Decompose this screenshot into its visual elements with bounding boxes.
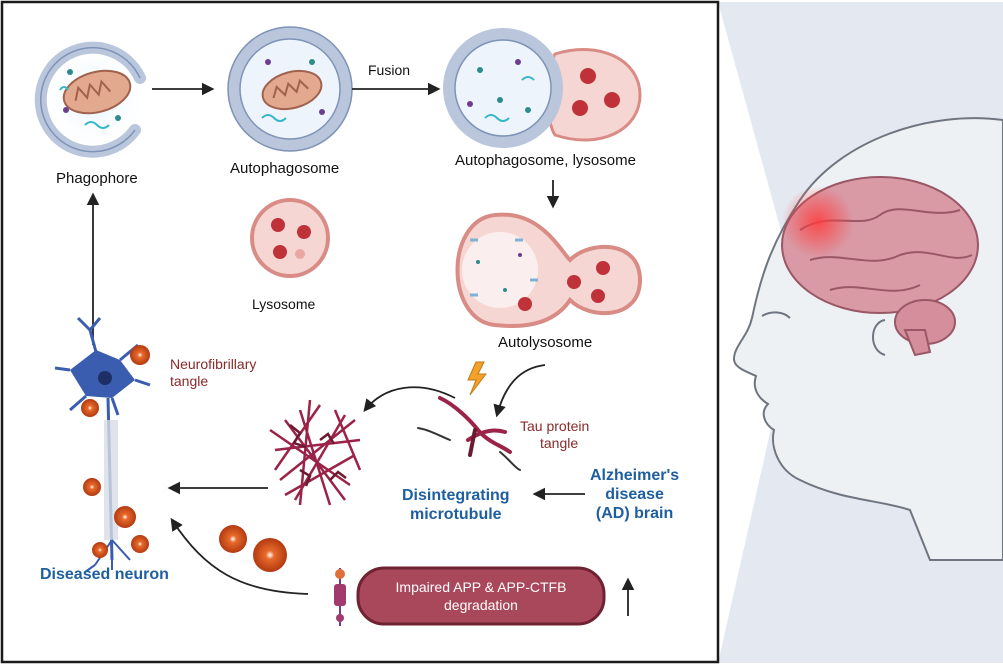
arrow-autolysosome-to-tau	[493, 364, 546, 418]
label-autophagosome: Autophagosome	[230, 160, 340, 177]
label-neurofibrillary-line1: Neurofibrillary	[170, 356, 257, 372]
label-tau-protein-tangle: Tau protein tangle	[520, 418, 589, 452]
label-neurofibrillary-line2: tangle	[170, 373, 209, 389]
brain-stem	[903, 329, 932, 357]
label-autolysosome: Autolysosome	[498, 334, 593, 351]
label-tau-line1: Tau protein	[520, 418, 590, 434]
label-microtubule-line2: microtubule	[410, 506, 502, 523]
app-protein-icon	[334, 568, 346, 626]
lightning-icon	[467, 361, 488, 396]
neurofibrillary-tangle-illustration	[269, 399, 362, 506]
label-ad-line2: disease	[605, 486, 664, 503]
flow-arrows	[86, 82, 635, 616]
label-disintegrating-microtubule: Disintegrating microtubule	[402, 486, 510, 524]
inflammation-hotspot	[782, 186, 854, 258]
label-lysosome: Lysosome	[252, 296, 316, 312]
diseased-neuron-illustration	[54, 316, 151, 573]
label-microtubule-line1: Disintegrating	[402, 487, 510, 504]
label-app-line1: Impaired APP & APP-CTFB	[395, 579, 567, 595]
amyloid-plaques	[81, 345, 287, 572]
phagophore-illustration	[34, 41, 151, 158]
label-fusion: Fusion	[368, 62, 411, 78]
lysosome-illustration	[250, 198, 330, 278]
tau-protein-tangle-illustration	[417, 396, 521, 471]
label-app-line2: degradation	[444, 597, 518, 613]
impaired-app-pill	[356, 566, 606, 626]
label-ad-line3: (AD) brain	[595, 505, 674, 522]
autolysosome-illustration	[455, 212, 643, 328]
label-tau-line2: tangle	[540, 435, 579, 451]
label-ad-line1: Alzheimer's	[590, 467, 680, 484]
autophagosome-lysosome-illustration	[443, 28, 642, 148]
arrow-app-to-neuron	[170, 517, 309, 595]
arrow-tau-to-tangle	[363, 386, 456, 412]
label-neurofibrillary-tangle: Neurofibrillary tangle	[170, 356, 256, 390]
label-ad-brain: Alzheimer's disease (AD) brain	[590, 466, 679, 523]
label-phagophore: Phagophore	[56, 170, 138, 187]
label-diseased-neuron: Diseased neuron	[40, 566, 169, 583]
ear	[872, 319, 886, 356]
label-impaired-app: Impaired APP & APP-CTFB degradation	[358, 578, 604, 614]
autophagosome-illustration	[227, 26, 353, 152]
label-autophagosome-lysosome: Autophagosome, lysosome	[455, 152, 636, 169]
eye	[761, 311, 791, 319]
head-panel	[718, 2, 1003, 663]
